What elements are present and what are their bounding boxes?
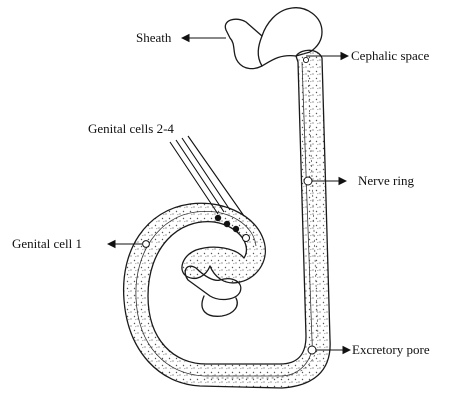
label-excretory-pore: Excretory pore bbox=[352, 342, 430, 357]
genital-cell-1 bbox=[143, 241, 150, 248]
nerve-ring bbox=[304, 177, 312, 185]
body-outer-outline bbox=[124, 50, 331, 388]
larva-body bbox=[124, 50, 331, 388]
label-genital-cell-1: Genital cell 1 bbox=[12, 236, 82, 251]
label-genital-cells-2-4: Genital cells 2-4 bbox=[88, 121, 174, 136]
label-sheath: Sheath bbox=[136, 30, 172, 45]
label-cephalic-space: Cephalic space bbox=[351, 48, 430, 63]
excretory-pore bbox=[308, 346, 316, 354]
cephalic-space bbox=[303, 57, 308, 62]
label-nerve-ring: Nerve ring bbox=[358, 173, 414, 188]
